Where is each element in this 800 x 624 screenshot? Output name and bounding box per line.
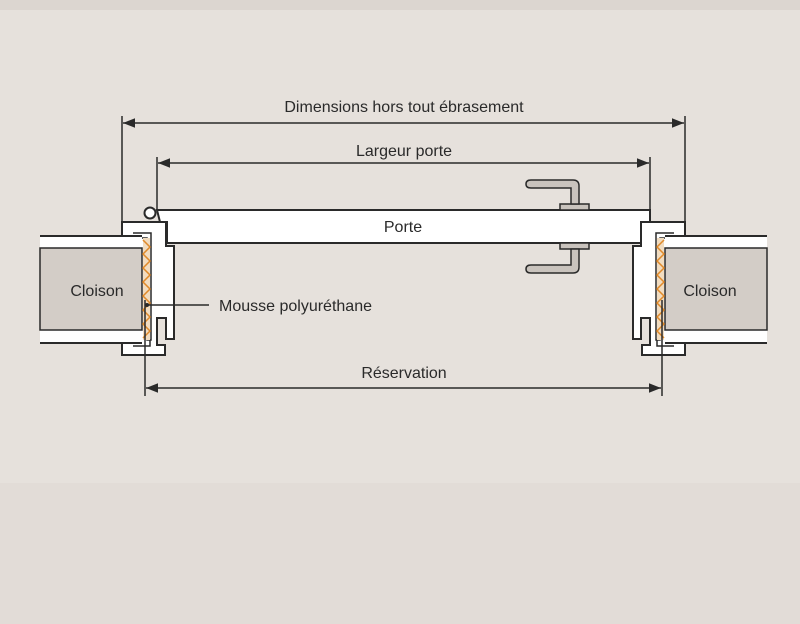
foam-label: Mousse polyuréthane: [219, 298, 372, 315]
wall-left-label: Cloison: [70, 283, 123, 300]
door-label: Porte: [384, 219, 422, 236]
hinge-icon: [143, 206, 157, 220]
bottom-band: [0, 483, 800, 624]
extension-lines: [121, 116, 686, 396]
opening-label: Réservation: [361, 365, 446, 382]
top-band: [0, 0, 800, 10]
wall-right-label: Cloison: [683, 283, 736, 300]
door-handle-icon: [525, 179, 590, 274]
door-width-label: Largeur porte: [356, 143, 452, 160]
foam-leader-dot: [145, 303, 149, 307]
door-leaf: [155, 209, 651, 244]
overall-dimension-label: Dimensions hors tout ébrasement: [284, 99, 524, 116]
